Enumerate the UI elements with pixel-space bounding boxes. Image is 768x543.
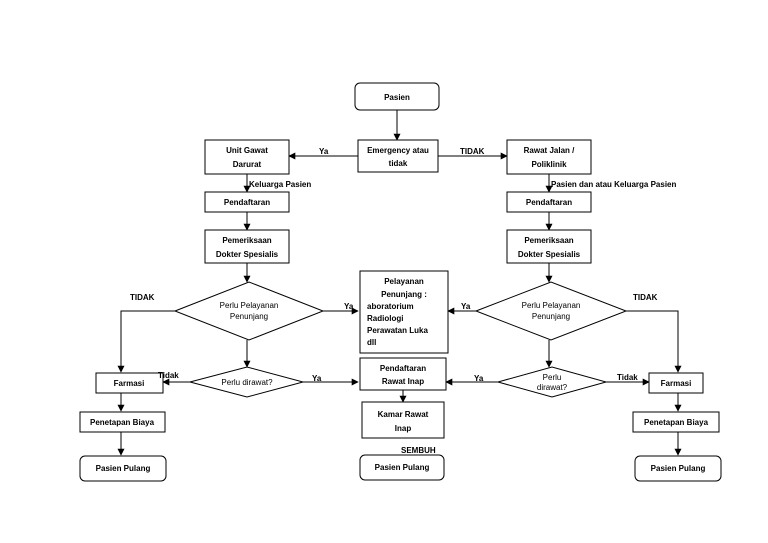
node-pemeriksaan-left-line2: Dokter Spesialis: [216, 250, 279, 259]
node-emergency-line2: tidak: [389, 159, 408, 168]
label-ya-left-penunjang: Ya: [344, 302, 354, 311]
node-pulang-right-label: Pasien Pulang: [651, 464, 706, 473]
node-ugd-line1: Unit Gawat: [226, 146, 268, 155]
node-pemeriksaan-left: Pemeriksaan Dokter Spesialis: [204, 229, 290, 264]
node-pendaftaran-inap: Pendaftaran Rawat Inap: [359, 357, 447, 391]
node-pemeriksaan-left-line1: Pemeriksaan: [222, 236, 271, 245]
connectors: [117, 110, 682, 456]
label-tidak-farmasi-left: Tidak: [158, 371, 179, 380]
node-farmasi-left: Farmasi: [95, 372, 164, 394]
decision-penunjang-left: Perlu Pelayanan Penunjang: [173, 281, 325, 341]
decision-dirawat-left: Perlu dirawat?: [188, 366, 305, 398]
node-biaya-left-label: Penetapan Biaya: [90, 418, 155, 427]
decision-dirawat-right: Perlu dirawat?: [496, 366, 608, 398]
label-ya-inap-left: Ya: [312, 374, 322, 383]
edge-labels: Ya TIDAK Keluarga Pasien Pasien dan atau…: [130, 147, 676, 455]
node-farmasi-left-label: Farmasi: [114, 379, 145, 388]
label-ya-right-penunjang: Ya: [461, 302, 471, 311]
decision-dirawat-left-label: Perlu dirawat?: [221, 378, 273, 387]
node-pulang-center: Pasien Pulang: [359, 454, 445, 481]
node-rawat-jalan-line2: Poliklinik: [531, 160, 567, 169]
decision-penunjang-right: Perlu Pelayanan Penunjang: [474, 281, 628, 341]
label-keluarga-left: Keluarga Pasien: [249, 180, 311, 189]
node-emergency: Emergency atau tidak: [357, 139, 439, 173]
node-rawat-jalan: Rawat Jalan / Poliklinik: [506, 139, 592, 175]
node-pelayanan-line3: aboratorium: [367, 302, 414, 311]
node-pulang-left: Pasien Pulang: [79, 455, 167, 482]
node-biaya-left: Penetapan Biaya: [79, 411, 166, 433]
node-pulang-center-label: Pasien Pulang: [375, 463, 430, 472]
node-pelayanan-penunjang: Pelayanan Penunjang : aboratorium Radiol…: [359, 270, 449, 354]
label-tidak-right: TIDAK: [633, 293, 658, 302]
node-pendaftaran-right: Pendaftaran: [506, 191, 592, 213]
node-emergency-line1: Emergency atau: [367, 146, 429, 155]
node-kamar-inap-line2: Inap: [395, 424, 412, 433]
node-pemeriksaan-right: Pemeriksaan Dokter Spesialis: [506, 229, 592, 264]
node-pelayanan-line5: Perawatan Luka: [367, 326, 428, 335]
label-sembuh: SEMBUH: [401, 446, 436, 455]
decision-dirawat-right-line2: dirawat?: [537, 383, 568, 392]
node-kamar-inap-line1: Kamar Rawat: [378, 410, 429, 419]
decision-dirawat-right-line1: Perlu: [543, 373, 562, 382]
node-pelayanan-line4: Radiologi: [367, 314, 403, 323]
arrow-penunjang-right-tidak: [626, 310, 682, 373]
decision-penunjang-left-line1: Perlu Pelayanan: [220, 301, 279, 310]
node-pemeriksaan-right-line1: Pemeriksaan: [524, 236, 573, 245]
decision-penunjang-right-line1: Perlu Pelayanan: [522, 301, 581, 310]
decision-penunjang-left-line2: Penunjang: [230, 312, 268, 321]
node-pemeriksaan-right-line2: Dokter Spesialis: [518, 250, 581, 259]
node-rawat-jalan-line1: Rawat Jalan /: [524, 146, 575, 155]
node-pulang-right: Pasien Pulang: [634, 455, 722, 482]
node-ugd: Unit Gawat Darurat: [204, 139, 290, 175]
node-biaya-right-label: Penetapan Biaya: [644, 418, 709, 427]
node-pendaftaran-inap-line2: Rawat Inap: [382, 377, 424, 386]
label-ya-ugd: Ya: [319, 147, 329, 156]
label-tidak-rawat: TIDAK: [460, 147, 485, 156]
node-farmasi-right: Farmasi: [648, 372, 704, 394]
node-farmasi-right-label: Farmasi: [661, 379, 692, 388]
node-pelayanan-line6: dll: [367, 338, 376, 347]
node-ugd-line2: Darurat: [233, 160, 262, 169]
node-pasien-label: Pasien: [384, 93, 410, 102]
node-pulang-left-label: Pasien Pulang: [96, 464, 151, 473]
label-tidak-left: TIDAK: [130, 293, 155, 302]
node-pendaftaran-left-label: Pendaftaran: [224, 198, 270, 207]
node-pendaftaran-right-label: Pendaftaran: [526, 198, 572, 207]
node-kamar-inap: Kamar Rawat Inap: [361, 401, 445, 439]
label-ya-inap-right: Ya: [474, 374, 484, 383]
node-pelayanan-line2: Penunjang :: [381, 290, 427, 299]
node-pasien: Pasien: [354, 82, 440, 111]
node-biaya-right: Penetapan Biaya: [632, 411, 720, 433]
node-pendaftaran-inap-line1: Pendaftaran: [380, 364, 426, 373]
node-pelayanan-line1: Pelayanan: [384, 277, 424, 286]
arrow-penunjang-left-tidak: [117, 310, 175, 373]
label-keluarga-right: Pasien dan atau Keluarga Pasien: [551, 180, 676, 189]
decision-penunjang-right-line2: Penunjang: [532, 312, 570, 321]
label-tidak-farmasi-right: Tidak: [617, 373, 638, 382]
node-pendaftaran-left: Pendaftaran: [204, 191, 290, 213]
